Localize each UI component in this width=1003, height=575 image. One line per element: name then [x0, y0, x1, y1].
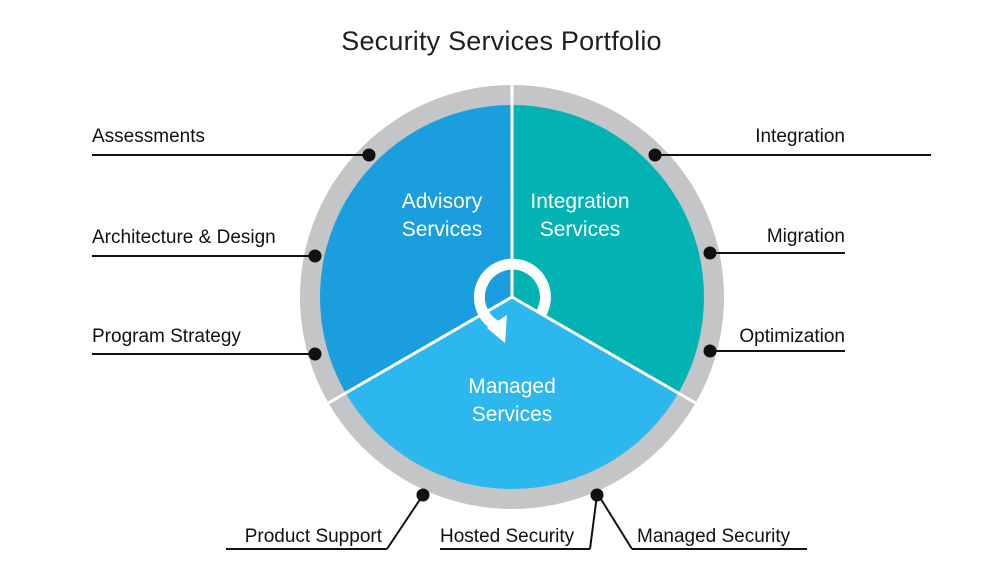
callout-label: Migration [767, 226, 845, 247]
callout-program-strategy: Program Strategy [92, 326, 322, 361]
callout-label: Optimization [739, 326, 845, 347]
callout-optimization: Optimization [703, 326, 845, 358]
callout-label: Managed Security [637, 526, 791, 547]
callout-label: Assessments [92, 126, 205, 147]
integration-line1: Integration [530, 190, 629, 213]
advisory-services-segment [319, 105, 512, 393]
advisory-line1: Advisory [402, 190, 483, 213]
callout-label: Integration [755, 126, 845, 147]
advisory-line2: Services [402, 218, 483, 241]
callout-assessments: Assessments [92, 126, 376, 162]
cycle-arrows-icon [473, 258, 551, 343]
callout-label: Product Support [245, 526, 383, 547]
callout-managed-security: Managed Security [598, 495, 807, 550]
callout-integration: Integration [648, 126, 931, 162]
callout-product-support: Product Support [226, 488, 430, 550]
callout-architecture-design: Architecture & Design [92, 227, 322, 263]
integration-services-segment [512, 105, 705, 393]
callout-label: Hosted Security [440, 526, 575, 547]
page-title: Security Services Portfolio [341, 26, 662, 56]
divider-right [511, 295, 697, 405]
callout-migration: Migration [703, 226, 845, 260]
callout-hosted-security: Hosted Security [440, 488, 604, 550]
callout-label: Program Strategy [92, 326, 241, 347]
managed-line1: Managed [468, 375, 556, 398]
callout-label: Architecture & Design [92, 227, 276, 248]
integration-line2: Services [540, 218, 621, 241]
managed-line2: Services [472, 403, 553, 426]
